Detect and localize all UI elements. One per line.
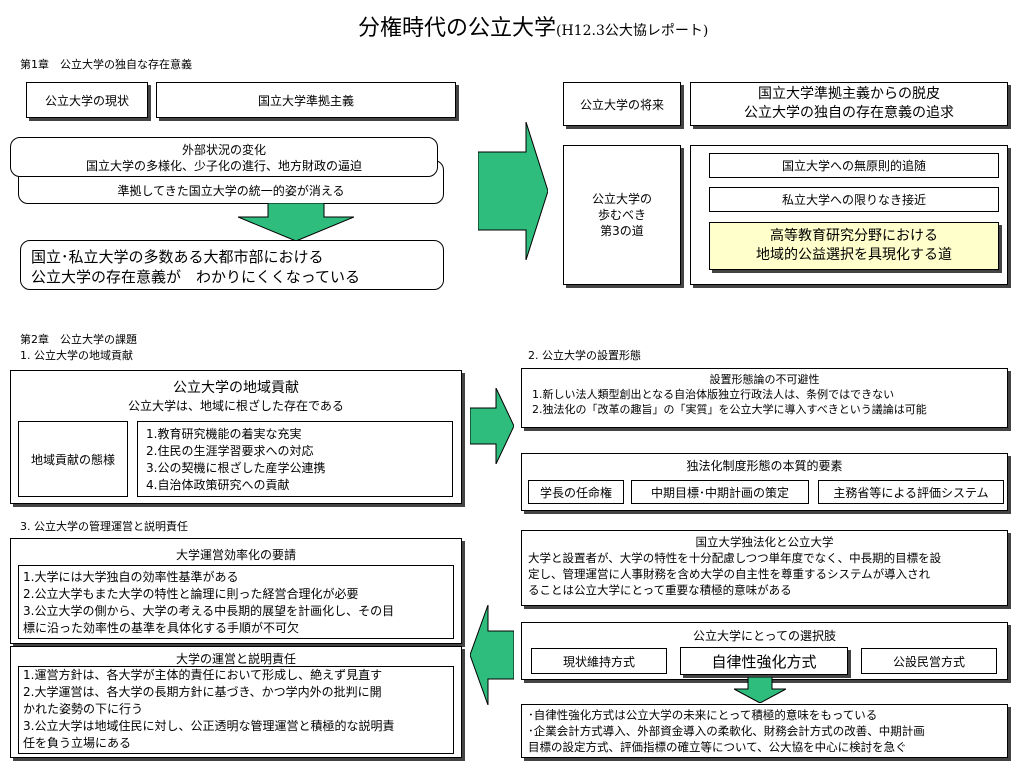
contribution-item: 1.教育研究機能の着実な充実 <box>146 427 302 441</box>
regional-contribution-subtitle: 公立大学は、地域に根ざした存在である <box>128 399 344 413</box>
element-president-appointment: 学長の任命権 <box>528 480 624 504</box>
path-option-regional-line2: 地域的公益選択を具現化する道 <box>756 247 952 263</box>
option-label: 公設民営方式 <box>892 654 965 669</box>
contribution-mode-label: 地域貢献の態様 <box>30 452 115 467</box>
element-midterm-plan: 中期目標･中期計画の策定 <box>631 480 809 504</box>
future-label-box: 公立大学の将来 <box>563 82 681 126</box>
element-evaluation-system: 主務省等による評価システム <box>818 480 1004 504</box>
accountability-line: 3.公立大学は地域住民に対し、公正透明な管理運営と積極的な説明責 <box>23 719 395 733</box>
establishment-form-title: 設置形態論の不可避性 <box>709 373 820 386</box>
contribution-mode-label-box: 地域貢献の態様 <box>18 421 128 497</box>
external-title: 外部状況の変化 <box>181 143 266 157</box>
result-line2: 公立大学の存在意義が わかりにくくなっている <box>31 268 360 286</box>
path-option-private: 私立大学への限りなき接近 <box>709 187 999 212</box>
section3-heading: 3. 公立大学の管理運営と説明責任 <box>20 520 188 533</box>
right-arrow-icon <box>478 122 548 260</box>
accountability-line: 2.大学運営は、各大学の長期方針に基づき、かつ学内外の批判に開 <box>23 685 382 699</box>
contribution-item: 4.自治体政策研究への貢献 <box>146 478 290 492</box>
regional-contribution-title: 公立大学の地域貢献 <box>173 380 299 396</box>
incorporation-line: 定し、管理運営に人事財務を含め大学の自主性を尊重するシステムが導入され <box>528 567 931 581</box>
future-line2: 公立大学の独自の存在意義の追求 <box>744 105 954 121</box>
efficiency-list-box: 1.大学には大学独自の効率性基準がある 2.公立大学もまた大学の特性と論理に則っ… <box>18 565 454 639</box>
external-change-box: 外部状況の変化 国立大学の多様化、少子化の進行、地方財政の逼迫 <box>10 137 438 177</box>
third-path-line1: 公立大学の <box>591 192 652 206</box>
path-option-national: 国立大学への無原則的追随 <box>709 153 999 178</box>
current-value-box: 国立大学準拠主義 <box>156 82 456 118</box>
option-label: 自律性強化方式 <box>711 652 817 671</box>
external-detail: 国立大学の多様化、少子化の進行、地方財政の逼迫 <box>85 159 362 173</box>
incorporation-line: ることは公立大学にとって重要な積極的意味がある <box>528 583 792 597</box>
element-label: 学長の任命権 <box>539 485 612 500</box>
essential-elements-title: 独法化制度形態の本質的要素 <box>686 459 843 473</box>
current-value: 国立大学準拠主義 <box>257 93 354 108</box>
option-label: 現状維持方式 <box>562 654 635 669</box>
page-title: 分権時代の公立大学(H12.3公大協レポート) <box>358 10 708 42</box>
contribution-item: 3.公の契機に根ざした産学公連携 <box>146 461 326 475</box>
efficiency-line: 1.大学には大学独自の効率性基準がある <box>23 570 239 584</box>
option-public-private: 公設民営方式 <box>861 648 997 674</box>
conclusion-line: ･自律性強化方式は公立大学の未来にとって積極的意味をもっている <box>528 708 878 722</box>
result-line1: 国立･私立大学の多数ある大都市部における <box>31 248 324 266</box>
incorporation-box: 国立大学独法化と公立大学 大学と設置者が、大学の特性を十分配慮しつつ単年度でなく… <box>521 530 1008 606</box>
third-path-line2: 歩むべき <box>597 208 646 222</box>
section2-heading: 2. 公立大学の設置形態 <box>528 349 641 362</box>
option-status-quo: 現状維持方式 <box>531 648 667 674</box>
establishment-form-box: 設置形態論の不可避性 1.新しい法人類型創出となる自治体版独立行政法人は、条例で… <box>521 368 1008 428</box>
result-box: 国立･私立大学の多数ある大都市部における 公立大学の存在意義が わかりにくくなっ… <box>20 240 444 290</box>
current-label-box: 公立大学の現状 <box>26 82 148 118</box>
left-arrow-icon <box>470 605 514 705</box>
accountability-line: 1.運営方針は、各大学が主体的責任において形成し、絶えず見直す <box>23 668 383 682</box>
establishment-form-item: 2.独法化の「改革の趣旨」の「実質」を公立大学に導入すべきという議論は可能 <box>532 403 927 416</box>
element-label: 主務省等による評価システム <box>833 485 989 500</box>
current-label: 公立大学の現状 <box>44 93 129 108</box>
chapter1-heading: 第1章 公立大学の独自な存在意義 <box>20 58 192 71</box>
right-arrow-small-icon <box>470 388 514 464</box>
establishment-form-item: 1.新しい法人類型創出となる自治体版独立行政法人は、条例ではできない <box>532 388 895 401</box>
contribution-list-box: 1.教育研究機能の着実な充実 2.住民の生涯学習要求への対応 3.公の契機に根ざ… <box>137 421 453 497</box>
future-line1: 国立大学準拠主義からの脱皮 <box>758 86 940 102</box>
contribution-item: 2.住民の生涯学習要求への対応 <box>146 444 314 458</box>
efficiency-line: 3.公立大学の側から、大学の考える中長期的展望を計画化し、その目 <box>23 604 395 618</box>
option-autonomy: 自律性強化方式 <box>680 647 848 675</box>
path-option-national-label: 国立大学への無原則的追随 <box>781 159 926 173</box>
efficiency-line: 標に沿った効率性の基準を具体化する手順が不可欠 <box>23 621 300 635</box>
path-option-private-label: 私立大学への限りなき接近 <box>781 193 926 207</box>
efficiency-line: 2.公立大学もまた大学の特性と論理に則った経営合理化が必要 <box>23 587 359 601</box>
element-label: 中期目標･中期計画の策定 <box>650 485 789 500</box>
incorporation-title: 国立大学独法化と公立大学 <box>695 535 834 549</box>
conclusion-line: ･企業会計方式導入、外部資金導入の柔軟化、財務会計方式の改善、中期計画 <box>528 724 925 738</box>
incorporation-line: 大学と設置者が、大学の特性を十分配慮しつつ単年度でなく、中長期的目標を設 <box>528 551 942 565</box>
path-option-regional-line1: 高等教育研究分野における <box>770 228 938 244</box>
chapter2-heading: 第2章 公立大学の課題 <box>20 333 137 346</box>
down-arrow-small-icon <box>734 677 786 703</box>
third-path-line3: 第3の道 <box>600 224 644 238</box>
section1-heading: 1. 公立大学の地域貢献 <box>20 349 133 362</box>
options-title: 公立大学にとっての選択肢 <box>692 629 837 643</box>
third-path-label-box: 公立大学の 歩むべき 第3の道 <box>563 145 681 285</box>
future-value-box: 国立大学準拠主義からの脱皮 公立大学の独自の存在意義の追求 <box>690 82 1008 126</box>
accountability-title: 大学の運営と説明責任 <box>175 652 296 666</box>
accountability-list-box: 1.運営方針は、各大学が主体的責任において形成し、絶えず見直す 2.大学運営は、… <box>18 666 454 754</box>
conclusion-box: ･自律性強化方式は公立大学の未来にとって積極的意味をもっている ･企業会計方式導… <box>521 704 1008 758</box>
conclusion-line: 目標の設定方式、評価指標の確立等について、公大協を中心に検討を急ぐ <box>528 740 907 754</box>
path-option-regional: 高等教育研究分野における 地域的公益選択を具現化する道 <box>709 222 999 270</box>
future-label: 公立大学の将来 <box>579 97 664 112</box>
disappear-text: 準拠してきた国立大学の統一的姿が消える <box>117 183 345 198</box>
efficiency-title: 大学運営効率化の要請 <box>175 548 296 562</box>
page-title-sub: (H12.3公大協レポート) <box>556 23 709 39</box>
down-arrow-icon <box>238 203 354 241</box>
page-title-main: 分権時代の公立大学 <box>358 16 557 41</box>
accountability-line: かれた姿勢の下に行う <box>23 702 144 716</box>
accountability-line: 任を負う立場にある <box>23 736 132 750</box>
